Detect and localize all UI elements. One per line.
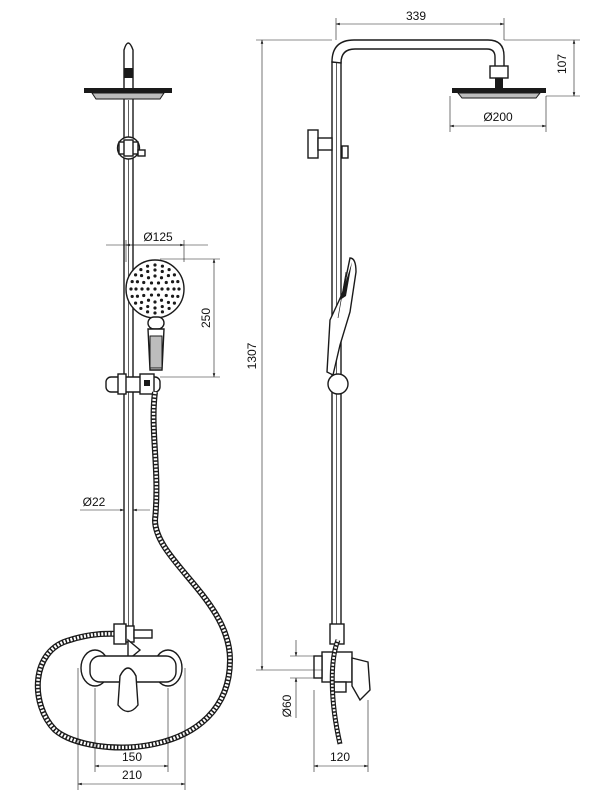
dim-label-1307: 1307 [245, 342, 259, 369]
diverter-front [113, 623, 153, 662]
dim-label-125: Ø125 [143, 230, 173, 244]
nozzle-dot [139, 267, 143, 272]
dim-label-339: 339 [406, 9, 426, 23]
front-view [34, 42, 234, 790]
nozzle-dot [146, 276, 151, 280]
nozzle-dot [170, 294, 175, 298]
nozzle-dot [139, 306, 143, 311]
nozzle-dot [153, 300, 157, 304]
nozzle-dot [146, 298, 151, 302]
top-arm-front [123, 42, 134, 91]
nozzle-dot [146, 287, 150, 291]
dimension-1307 [256, 39, 332, 671]
nozzle-dot [145, 310, 150, 314]
nozzle-dot [172, 301, 177, 305]
nozzle-dot [142, 280, 146, 285]
dim-label-150: 150 [122, 750, 142, 764]
nozzle-dot [160, 304, 164, 309]
nozzle-dot [153, 287, 157, 291]
hand-shower-side [326, 257, 357, 377]
nozzle-dot [139, 300, 144, 305]
nozzle-dot [149, 281, 154, 285]
nozzle-dot [135, 294, 140, 298]
nozzle-dot [133, 273, 138, 277]
nozzle-dot [140, 287, 144, 291]
nozzle-dot [156, 281, 161, 285]
dim-label-107: 107 [555, 54, 569, 74]
nozzle-dot [166, 273, 171, 278]
dim-label-250: 250 [199, 308, 213, 328]
nozzle-dot [160, 287, 164, 291]
nozzle-dot [153, 263, 157, 267]
nozzle-dot [164, 293, 168, 298]
nozzle-dot [159, 276, 164, 280]
nozzle-dot [146, 269, 150, 274]
nozzle-dot [160, 264, 165, 268]
nozzle-dot [142, 293, 146, 298]
dimension-60 [290, 640, 314, 718]
nozzle-dot [153, 306, 157, 310]
nozzle-dot [167, 306, 171, 311]
mixer-side [313, 623, 371, 702]
side-view [307, 39, 546, 745]
nozzle-dot [170, 280, 175, 284]
nozzle-dot [159, 298, 164, 302]
slide-holder-front [105, 373, 161, 395]
wall-bracket-front [116, 136, 146, 160]
mixer-front [80, 649, 183, 713]
nozzle-dot [160, 310, 165, 314]
nozzle-dot [129, 287, 133, 291]
nozzle-dot [156, 293, 161, 297]
nozzle-dot [176, 279, 180, 284]
nozzle-dot [176, 294, 180, 299]
nozzle-dot [172, 273, 177, 277]
dim-label-120: 120 [330, 750, 350, 764]
dimension-125 [106, 240, 208, 262]
head-shower-front [84, 88, 172, 100]
nozzle-dot [130, 294, 134, 299]
nozzle-dots [129, 263, 181, 315]
nozzle-dot [166, 300, 171, 305]
dim-label-60: Ø60 [280, 694, 294, 717]
nozzle-dot [164, 280, 168, 285]
nozzle-dot [160, 269, 164, 274]
dimension-107 [504, 39, 580, 97]
nozzle-dot [153, 274, 157, 278]
nozzle-dot [134, 287, 138, 291]
nozzle-dot [166, 287, 170, 291]
dimension-250 [160, 258, 220, 378]
top-arm-side [331, 39, 505, 77]
slide-holder-side [327, 373, 349, 395]
nozzle-dot [130, 279, 134, 284]
dim-label-22: Ø22 [83, 495, 106, 509]
head-shower-side [452, 78, 546, 99]
dim-label-200: Ø200 [483, 110, 513, 124]
wall-bracket-side [307, 129, 349, 159]
nozzle-dot [146, 304, 150, 309]
hose-front [34, 391, 234, 751]
nozzle-dot [145, 264, 150, 268]
nozzle-dot [135, 280, 140, 284]
dimension-200 [449, 96, 547, 132]
dimension-120 [313, 690, 369, 772]
dim-label-210: 210 [122, 768, 142, 782]
nozzle-dot [153, 311, 157, 315]
hand-shower-front [125, 259, 185, 371]
nozzle-dot [133, 301, 138, 305]
nozzle-dot [172, 287, 176, 291]
dimension-339 [335, 18, 505, 40]
nozzle-dot [139, 273, 144, 278]
nozzle-dot [149, 293, 154, 297]
nozzle-dot [177, 287, 181, 291]
nozzle-dot [167, 267, 171, 272]
nozzle-dot [153, 268, 157, 272]
